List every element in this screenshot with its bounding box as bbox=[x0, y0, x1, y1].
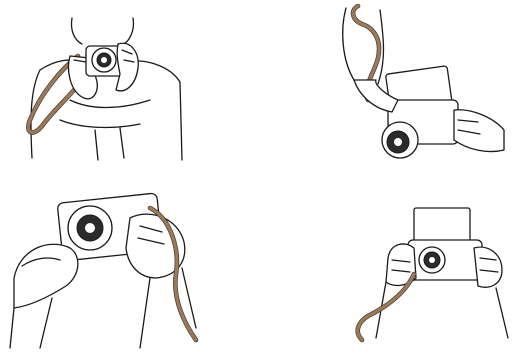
front-grip-illustration bbox=[0, 0, 258, 178]
panel-screen-tilted-grip bbox=[258, 178, 516, 356]
panel-low-angle-grip bbox=[0, 178, 258, 356]
low-angle-grip-illustration bbox=[0, 178, 258, 356]
side-grip-illustration bbox=[258, 0, 516, 178]
panel-front-grip bbox=[0, 0, 258, 178]
panel-side-grip bbox=[258, 0, 516, 178]
screen-tilted-grip-illustration bbox=[258, 178, 516, 356]
